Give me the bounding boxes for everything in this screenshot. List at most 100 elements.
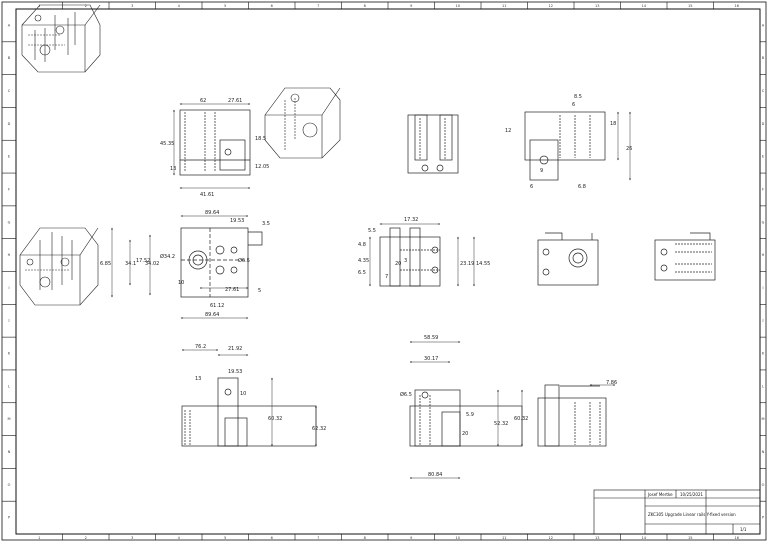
dim-7-86: 7.86: [606, 380, 617, 386]
iso-view-middle-left: [19, 227, 99, 306]
sheet-number: 1/1: [740, 527, 747, 532]
dim-80-84: 80.84: [428, 472, 442, 478]
zone-label-right: I: [762, 286, 763, 290]
dim-34-1: 34.1: [125, 261, 136, 267]
zone-label-right: M: [761, 417, 764, 421]
zone-label-top: 14: [642, 4, 647, 8]
zone-label-right: G: [762, 220, 765, 224]
dim-61-12: 61.12: [210, 303, 224, 309]
dim-76-2: 76.2: [195, 344, 206, 350]
dim-60-32-b: 60.32: [514, 416, 528, 422]
zone-label-bottom: 6: [271, 536, 273, 540]
zone-label-top: 11: [502, 4, 506, 8]
dim-58-59: 58.59: [424, 335, 438, 341]
dim-52-32: 52.32: [494, 421, 508, 427]
dim-18-5: 18.5: [255, 136, 266, 142]
zone-label-top: 3: [131, 4, 133, 8]
zone-label-left: A: [8, 23, 11, 27]
view-side-center: [379, 227, 441, 287]
zone-label-top: 15: [688, 4, 692, 8]
dim-45-35: 45.35: [160, 141, 174, 147]
zone-label-top: 5: [224, 4, 226, 8]
dim-dia-6-5-b: Ø6.5: [400, 391, 412, 398]
zone-label-top: 16: [735, 4, 739, 8]
zone-label-bottom: 2: [85, 536, 87, 540]
zone-label-bottom: 15: [688, 536, 692, 540]
dim-3-5: 3.5: [262, 221, 270, 227]
dim-27-61-a: 27.61: [228, 98, 242, 104]
dim-8-5: 8.5: [574, 94, 582, 100]
zone-label-top: 2: [85, 4, 87, 8]
view-top-left: [179, 109, 251, 176]
dim-dia-6-5: Ø6.5: [238, 257, 250, 264]
zone-label-left: H: [8, 253, 11, 257]
zone-label-right: P: [762, 516, 764, 520]
view-top-right-b: [524, 111, 606, 181]
zone-label-left: B: [8, 56, 11, 60]
zone-label-left: K: [8, 352, 11, 356]
dim-60-32-a: 60.32: [268, 416, 282, 422]
zone-label-right: N: [762, 450, 765, 454]
view-front: [180, 227, 263, 298]
zone-label-bottom: 12: [549, 536, 553, 540]
dim-20-side: 20: [395, 261, 401, 267]
iso-view-top-left: [21, 4, 101, 73]
zone-label-right: F: [762, 187, 764, 191]
dim-4-35: 4.35: [358, 258, 369, 264]
zone-label-bottom: 5: [224, 536, 226, 540]
dim-21-92: 21.92: [228, 346, 242, 352]
view-top-right-a: [407, 114, 459, 174]
dim-6-a: 6: [572, 102, 575, 108]
dim-34-02: 34.02: [145, 261, 159, 267]
dim-12-05: 12.05: [255, 164, 269, 170]
dim-7: 7: [385, 274, 388, 280]
zone-label-top: 12: [549, 4, 553, 8]
dim-6-b: 6: [530, 184, 533, 190]
zone-label-bottom: 8: [364, 536, 366, 540]
dim-10: 10: [178, 280, 184, 286]
zone-label-left: P: [8, 516, 10, 520]
dimension-lines: [111, 103, 631, 479]
dim-18: 18: [610, 121, 616, 127]
drawing-title: ZKC305 Upgrade Linear rails Y-fixed vers…: [648, 512, 736, 517]
dim-6-5-side: 6.5: [358, 270, 366, 276]
dim-26: 26: [626, 146, 632, 152]
zone-label-bottom: 13: [595, 536, 599, 540]
iso-view-small: [264, 87, 341, 159]
dim-9: 9: [540, 168, 543, 174]
view-right-b: [654, 232, 716, 281]
dim-23-19: 23.19: [460, 261, 474, 267]
dim-10-b: 10: [240, 391, 246, 397]
zone-label-right: K: [762, 352, 765, 356]
dim-20-b: 20: [462, 431, 468, 437]
dim-19-53-b: 19.53: [228, 369, 242, 375]
dim-89-64-bottom: 89.64: [205, 312, 219, 318]
dim-41-61: 41.61: [200, 192, 214, 198]
zone-label-bottom: 10: [456, 536, 460, 540]
zone-label-right: O: [762, 483, 765, 487]
zone-label-left: F: [8, 187, 10, 191]
zone-label-left: O: [8, 483, 11, 487]
zone-label-left: I: [8, 286, 9, 290]
dim-4-8: 4.8: [358, 242, 366, 248]
zone-label-right: J: [761, 319, 763, 323]
zone-label-top: 4: [178, 4, 181, 8]
dim-dia-34-2: Ø34.2: [160, 253, 175, 260]
zone-label-top: 6: [271, 4, 273, 8]
view-right-a: [537, 232, 599, 286]
dim-30-17: 30.17: [424, 356, 438, 362]
zone-label-bottom: 4: [178, 536, 181, 540]
author-name: Josef Mertke: [647, 492, 673, 497]
zone-label-left: N: [8, 450, 11, 454]
zone-label-left: G: [8, 220, 11, 224]
title-block: [593, 489, 761, 535]
dim-5-9: 5.9: [466, 412, 474, 418]
zone-label-bottom: 1: [38, 536, 40, 540]
dim-17-32: 17.32: [404, 217, 418, 223]
dim-13: 13: [170, 166, 176, 172]
zone-label-left: C: [8, 89, 11, 93]
dim-6-85: 6.85: [100, 261, 111, 267]
